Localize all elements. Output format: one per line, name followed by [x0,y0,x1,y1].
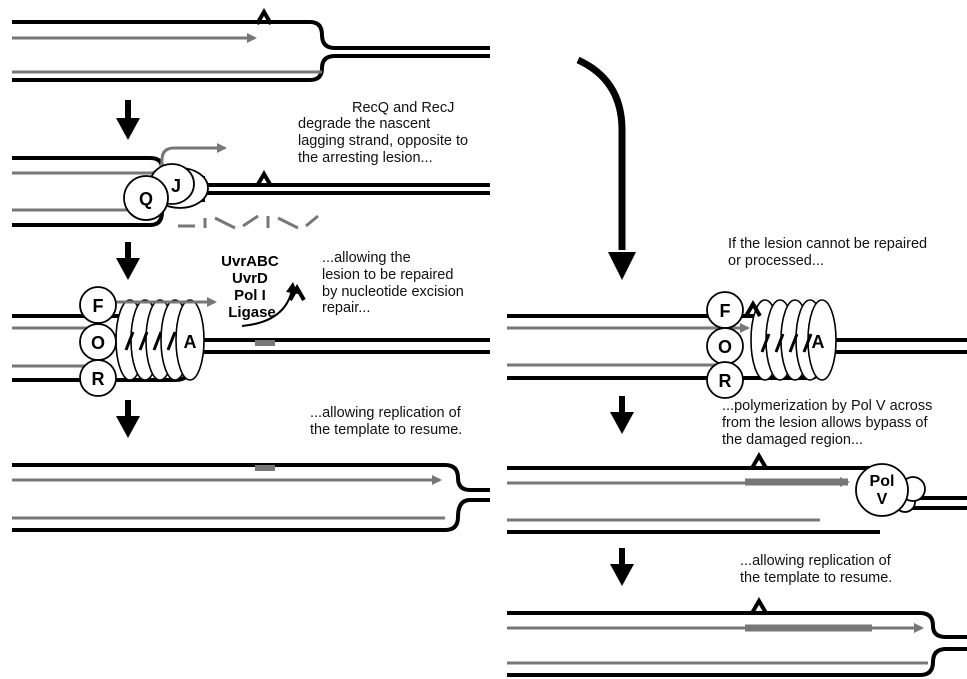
down-arrow-head [610,412,634,434]
caption-polv-3: the damaged region... [722,432,863,448]
panel-resumed-right [507,601,967,675]
pol-v-circle [856,464,908,516]
svg-text:...polymerization by Pol V acr: ...polymerization by Pol V across from t… [722,398,936,448]
svg-text:If the lesion cannot be repair: If the lesion cannot be repaired or proc… [728,236,931,269]
recr-label-right: R [719,371,732,391]
enzyme-ligase: Ligase [228,304,276,321]
down-arrow-head [116,258,140,280]
reca-label-right: A [812,332,825,352]
leading-strand-arrow [12,148,225,173]
svg-text:RecQ and RecJ degrade the: RecQ and RecJ degrade the nascent laggin… [298,100,472,166]
down-arrow-head [116,416,140,438]
caption-ner-2: lesion to be repaired [322,267,453,283]
recf-label-left: F [93,296,104,316]
caption-recq-2: degrade the nascent [298,116,430,132]
recf-label-right: F [720,301,731,321]
caption-cannot-1: If the lesion cannot be repaired [728,236,927,252]
caption-ner-1: ...allowing the [322,250,411,266]
long-curved-arrow [578,60,622,250]
long-curved-arrow-head [608,252,636,280]
caption-polv-2: from the lesion allows bypass of [722,415,928,431]
panel-stalled-fork [12,12,490,80]
reco-label-left: O [91,333,105,353]
caption-ner-3: by nucleotide excision [322,284,464,300]
caption-recq-3: lagging strand, opposite to [298,133,468,149]
enzyme-pol-i: Pol I [234,287,266,304]
recq-label: Q [139,189,153,209]
panel-recfor-right: A F O R [507,292,967,398]
down-arrow-head [116,118,140,140]
caption-recq-4: the arresting lesion... [298,150,433,166]
caption-cannot-2: or processed... [728,253,824,269]
degraded-fragments [178,216,318,228]
panel-polv-bypass: Pol V [507,456,967,532]
caption-resume-left-2: the template to resume. [310,422,462,438]
svg-text:...allowing replication of: ...allowing replication of the template … [740,553,895,586]
enzyme-uvrd: UvrD [232,270,268,287]
pol-v-label-1: Pol [870,473,895,490]
recj-label: J [171,176,181,196]
panel-resumed-left [12,465,490,530]
svg-text:...allowing replication of: ...allowing replication of the template … [310,405,465,438]
pol-v-label-2: V [877,491,888,508]
svg-text:...allowing the lesion to: ...allowing the lesion to be repaired by… [322,250,468,316]
caption-recq-1: RecQ and RecJ [352,100,454,116]
down-arrow-head [610,564,634,586]
caption-ner-4: repair... [322,300,370,316]
caption-resume-right-2: the template to resume. [740,570,892,586]
caption-resume-left-1: ...allowing replication of [310,405,462,421]
reca-label-left: A [184,332,197,352]
recr-label-left: R [92,369,105,389]
caption-resume-right-1: ...allowing replication of [740,553,892,569]
reco-label-right: O [718,337,732,357]
svg-text:UvrABC UvrD Pol I: UvrABC UvrD Pol I Ligase [221,253,283,321]
enzyme-uvrabc: UvrABC [221,253,279,270]
caption-polv-1: ...polymerization by Pol V across [722,398,932,414]
